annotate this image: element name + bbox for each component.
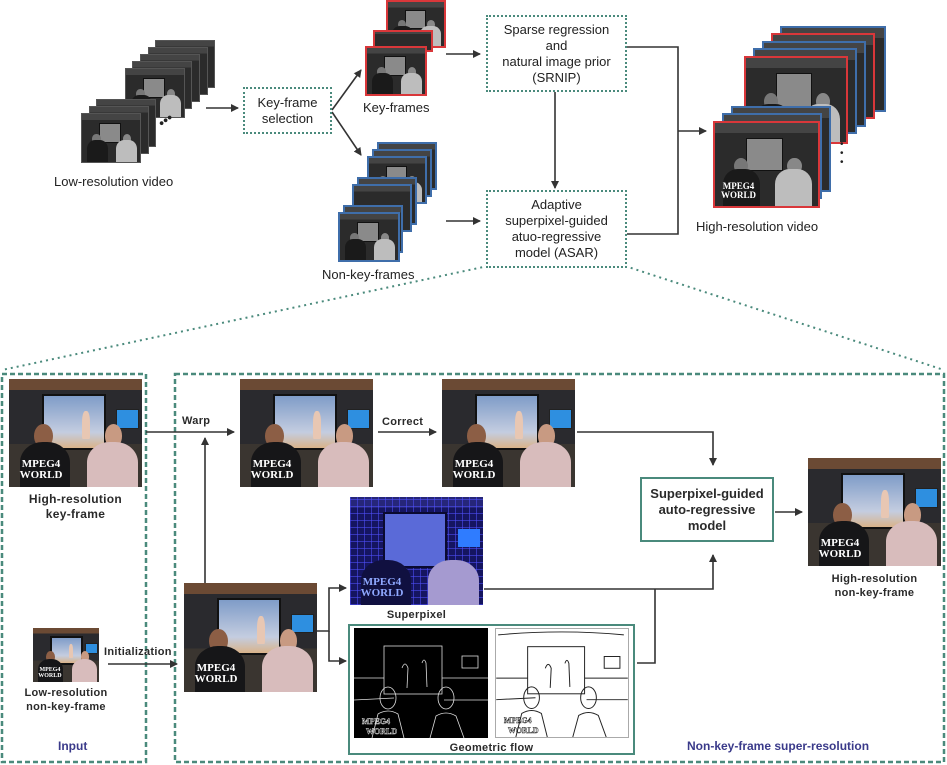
initialization-label: Initialization [104, 646, 172, 658]
line-geoflow-to-model [637, 589, 656, 664]
srnip-line-4: (SRNIP) [532, 69, 581, 85]
svg-text:WORLD: WORLD [366, 727, 397, 736]
srnip-box: Sparse regression and natural image prio… [486, 15, 627, 92]
low-res-nonkey-label: Low-resolution non-key-frame [24, 687, 108, 713]
srnip-line-2: and [545, 37, 568, 53]
merge-line [626, 46, 679, 235]
superpixel-label: Superpixel [386, 609, 447, 621]
ellipsis-dots: ••• [840, 139, 844, 168]
svg-text:WORLD: WORLD [508, 726, 539, 735]
srnip-line-1: Sparse regression [503, 21, 610, 37]
line-to-geoflow [328, 631, 347, 665]
zoom-line-right [624, 265, 945, 371]
input-section-label: Input [58, 739, 88, 753]
key-frame-selection-box: Key-frame selection [243, 87, 332, 134]
edge-map-light: MPEG4 WORLD [496, 631, 628, 737]
line-superpixel-to-model [484, 554, 717, 590]
warp-label: Warp [182, 415, 211, 427]
svg-text:MPEG4: MPEG4 [362, 717, 390, 726]
model-line-3: model [687, 517, 727, 533]
arrow-selection-to-keyframes [331, 69, 362, 111]
superpixel-ar-model-box: Superpixel-guided auto-regressive model [640, 477, 774, 542]
low-res-video-label: Low-resolution video [54, 174, 174, 189]
geometric-flow-edge-light: MPEG4 WORLD [495, 628, 629, 738]
asar-line-3: atuo-regressive [511, 229, 602, 244]
asar-line-2: superpixel-guided [505, 213, 608, 228]
asar-line-1: Adaptive [531, 197, 582, 212]
asar-box: Adaptive superpixel-guided atuo-regressi… [486, 190, 627, 268]
model-line-2: auto-regressive [658, 501, 756, 517]
geometric-flow-edge-dark: MPEG4 WORLD [354, 628, 488, 738]
geometric-flow-label: Geometric flow [449, 742, 534, 754]
high-res-keyframe-label: High-resolution key-frame [28, 492, 123, 521]
high-res-nonkey-output-label: High-resolution non-key-frame [831, 573, 918, 599]
key-frame-selection-label: Key-frame selection [257, 94, 318, 126]
asar-line-4: model (ASAR) [514, 245, 599, 260]
zoom-line-left [1, 265, 489, 371]
srnip-line-3: natural image prior [502, 53, 611, 69]
line-corrected-to-model [577, 431, 717, 466]
svg-text:MPEG4: MPEG4 [504, 716, 532, 725]
high-res-video-label: High-resolution video [696, 219, 819, 234]
model-line-1: Superpixel-guided [650, 485, 764, 501]
nonkey-section-label: Non-key-frame super-resolution [687, 739, 870, 753]
line-to-superpixel [316, 584, 347, 632]
key-frames-label: Key-frames [363, 100, 430, 115]
non-key-frames-label: Non-key-frames [322, 267, 415, 282]
edge-map-dark: MPEG4 WORLD [354, 645, 488, 738]
arrow-selection-to-nonkeyframes [331, 111, 362, 156]
correct-label: Correct [382, 416, 424, 428]
